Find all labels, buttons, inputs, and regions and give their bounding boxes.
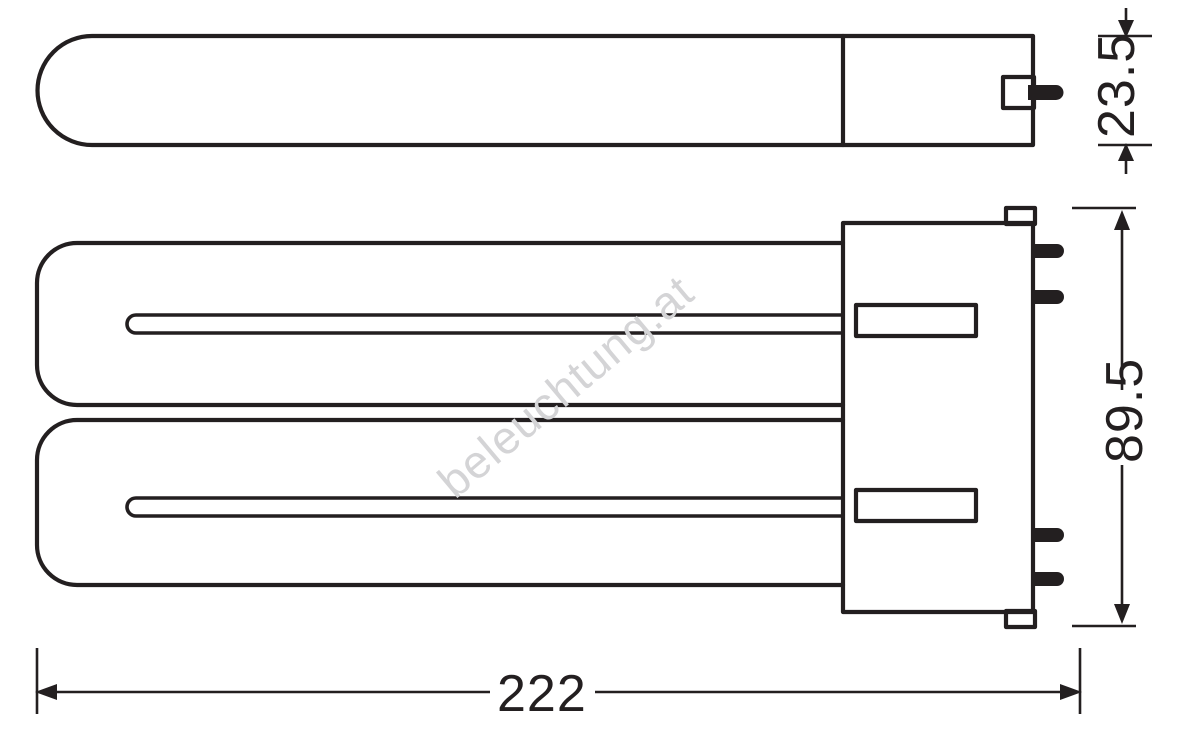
front-view-pin-3 (1033, 528, 1064, 542)
dim-arrow-top-down (1118, 20, 1134, 38)
dim-label-body-height: 89.5 (1096, 358, 1154, 463)
front-view-bottom-tab (1003, 608, 1038, 630)
front-view-tube-upper-septum (125, 313, 845, 335)
front-view-tube-upper-outline (34, 240, 846, 408)
dimension-overall-length: 222 (35, 648, 1082, 723)
dim-arrow-len-right (1060, 684, 1082, 700)
front-view-tube-lower-outline (34, 417, 846, 588)
front-view-base-window-upper (853, 302, 979, 339)
front-view-tube-lower-septum (125, 496, 845, 518)
front-view (34, 205, 1064, 630)
dim-label-cap-depth: 23.5 (1088, 33, 1146, 138)
front-view-pin-2 (1033, 290, 1064, 304)
front-view-pin-1 (1033, 244, 1064, 258)
side-view (35, 33, 1064, 148)
dimension-cap-depth: 23.5 (1088, 8, 1152, 174)
dim-arrow-len-left (35, 684, 57, 700)
dim-arrow-main-down (1114, 604, 1130, 624)
front-view-base-body (840, 220, 1036, 615)
watermark: beleuchtung.at (428, 265, 703, 508)
side-view-pin (1028, 85, 1064, 100)
front-view-base-window-lower (853, 487, 979, 524)
dim-arrow-top-up (1118, 143, 1134, 161)
dim-label-overall-length: 222 (497, 665, 587, 723)
watermark-label: beleuchtung.at (428, 265, 703, 508)
dimension-body-height: 89.5 (1072, 206, 1154, 628)
side-view-tube-outline (35, 33, 846, 148)
dim-arrow-main-up (1114, 210, 1130, 230)
front-view-top-tab (1003, 205, 1038, 227)
front-view-pin-4 (1033, 572, 1064, 586)
